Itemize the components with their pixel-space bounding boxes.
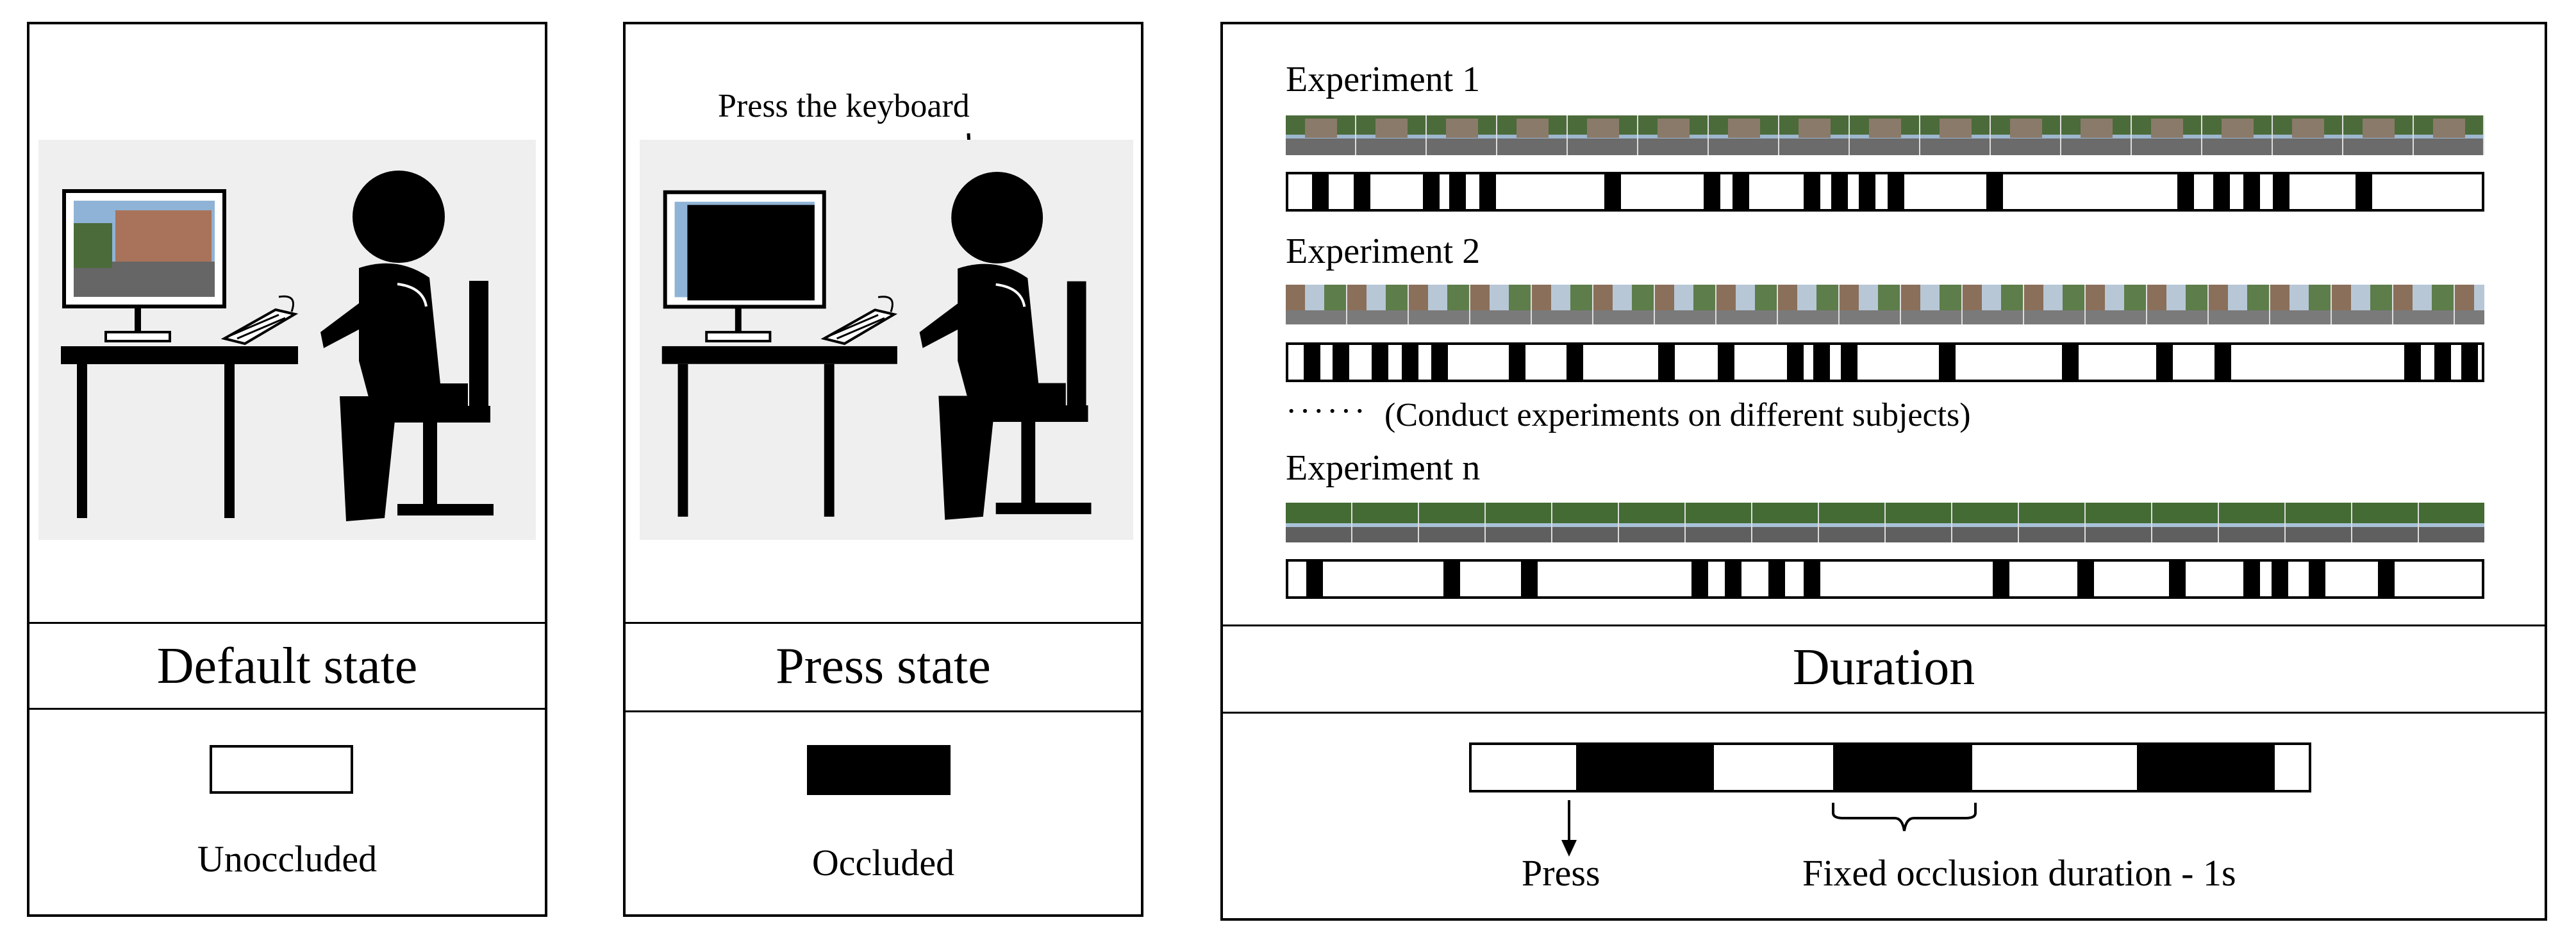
chair-icon	[385, 281, 494, 515]
occlusion-block	[1304, 345, 1320, 380]
occlusion-block	[2243, 174, 2260, 209]
occlusion-block	[2215, 345, 2231, 380]
occlusion-block	[1479, 174, 1496, 209]
divider-bottom	[626, 710, 1141, 712]
fixed-duration-label: Fixed occlusion duration - 1s	[1802, 852, 2236, 894]
occlusion-block	[1804, 562, 1820, 596]
occlusion-block	[1804, 174, 1820, 209]
default-scene-illustration	[38, 140, 536, 540]
occlusion-block	[2077, 562, 2094, 596]
occluded-monitor-icon	[663, 190, 826, 342]
press-keyboard-annotation: Press the keyboard	[718, 88, 970, 124]
timeline-occlusion-block	[1576, 745, 1714, 790]
occlusion-block	[1566, 345, 1583, 380]
occlusion-block	[1443, 562, 1460, 596]
fixed-duration-brace	[1832, 803, 1977, 832]
experiment-1-occlusion-bar	[1286, 172, 2484, 212]
occlusion-block	[1768, 562, 1785, 596]
unoccluded-swatch	[210, 745, 353, 794]
timeline-occlusion-block	[2137, 745, 2275, 790]
occlusion-block	[1509, 345, 1525, 380]
occlusion-block	[1859, 174, 1875, 209]
desk-icon	[61, 346, 298, 518]
experiment-1-frame-strip	[1286, 115, 2484, 155]
experiment-n-occlusion-bar	[1286, 559, 2484, 599]
chair-icon	[983, 281, 1092, 514]
occlusion-block	[1449, 174, 1466, 209]
occlusion-block	[1704, 174, 1720, 209]
press-state-label: Press state	[776, 638, 991, 694]
occlusion-block	[2404, 345, 2421, 380]
occlusion-block	[1986, 174, 2003, 209]
default-state-label: Default state	[156, 638, 418, 694]
divider-bottom	[29, 708, 545, 710]
experiment-n-frame-strip	[1286, 503, 2484, 542]
occlusion-block	[2378, 562, 2395, 596]
occlusion-block	[1718, 345, 1734, 380]
occluded-label: Occluded	[811, 842, 955, 884]
experiment-2-frame-strip	[1286, 285, 2484, 324]
press-label: Press	[1522, 852, 1600, 894]
ellipsis-dots: ······	[1286, 393, 1368, 430]
timeline-occlusion-block	[1833, 745, 1972, 790]
press-state-panel: Press the keyboard	[623, 22, 1143, 917]
divider-bottom	[1223, 712, 2545, 714]
experiment-1-label: Experiment 1	[1286, 60, 1481, 99]
occlusion-block	[2156, 345, 2173, 380]
unoccluded-label: Unoccluded	[197, 838, 378, 880]
occlusion-block	[1306, 562, 1323, 596]
keyboard-icon	[820, 296, 898, 346]
occlusion-block	[1431, 345, 1448, 380]
timeline-bar	[1469, 742, 2311, 792]
occlusion-block	[1658, 345, 1675, 380]
occlusion-block	[1888, 174, 1904, 209]
divider-top	[626, 622, 1141, 624]
press-scene-illustration	[640, 140, 1133, 540]
occlusion-block	[1372, 345, 1388, 380]
duration-label: Duration	[1792, 639, 1975, 696]
occlusion-block	[2062, 345, 2079, 380]
duration-panel: Experiment 1 Experiment 2	[1220, 22, 2547, 921]
occluded-swatch	[807, 745, 951, 795]
experiment-n-label: Experiment n	[1286, 448, 1481, 488]
occlusion-block	[1312, 174, 1329, 209]
press-arrow	[1561, 800, 1577, 857]
occlusion-block	[2169, 562, 2186, 596]
occlusion-block	[1831, 174, 1848, 209]
occlusion-block	[2272, 562, 2288, 596]
keyboard-icon	[220, 295, 299, 346]
occlusion-block	[2177, 174, 2194, 209]
occlusion-block	[1402, 345, 1418, 380]
default-state-panel: Default state Unoccluded	[27, 22, 547, 917]
occlusion-block	[1333, 345, 1349, 380]
occlusion-block	[1733, 174, 1749, 209]
subjects-note: (Conduct experiments on different subjec…	[1384, 397, 1971, 433]
desk-icon	[661, 346, 897, 517]
occlusion-block	[1354, 174, 1370, 209]
divider-top	[1223, 624, 2545, 626]
occlusion-block	[2213, 174, 2230, 209]
experiment-2-occlusion-bar	[1286, 342, 2484, 382]
occlusion-block	[1787, 345, 1804, 380]
occlusion-block	[2461, 345, 2478, 380]
monitor-icon	[62, 189, 226, 342]
occlusion-block	[2434, 345, 2451, 380]
occlusion-block	[1939, 345, 1956, 380]
occlusion-block	[1813, 345, 1830, 380]
occlusion-block	[1423, 174, 1440, 209]
occlusion-block	[1521, 562, 1538, 596]
occlusion-block	[1841, 345, 1857, 380]
divider-top	[29, 622, 545, 624]
occlusion-block	[1993, 562, 2009, 596]
occlusion-block	[2243, 562, 2260, 596]
occlusion-block	[1725, 562, 1741, 596]
person-icon	[320, 171, 468, 521]
experiment-2-label: Experiment 2	[1286, 231, 1481, 271]
occlusion-block	[2273, 174, 2289, 209]
occlusion-block	[2309, 562, 2325, 596]
occlusion-block	[1604, 174, 1621, 209]
occlusion-block	[2356, 174, 2372, 209]
occlusion-block	[1691, 562, 1708, 596]
